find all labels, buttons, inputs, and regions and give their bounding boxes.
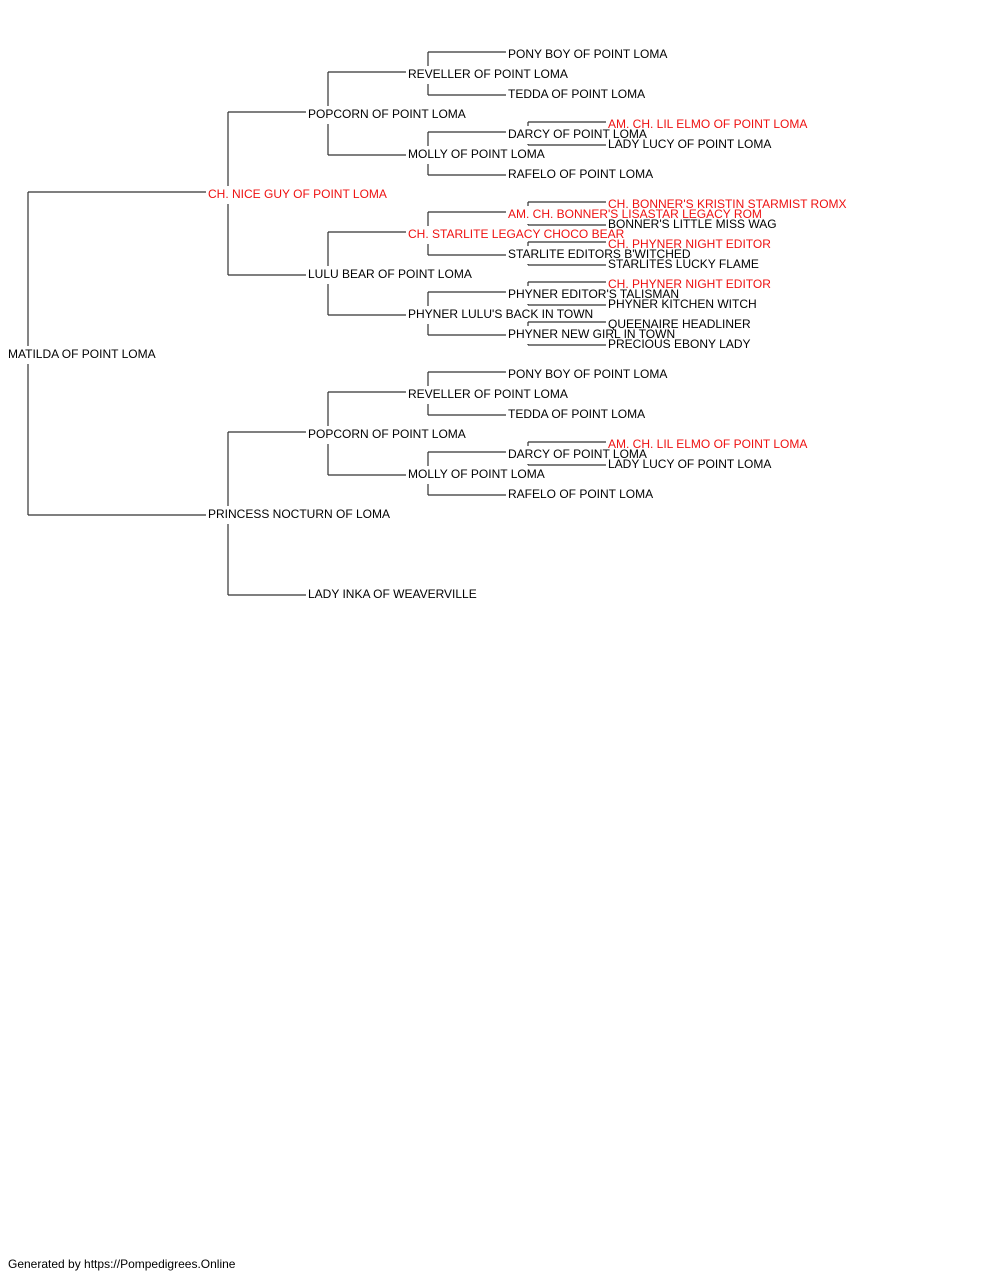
dog-name-gen5: AM. CH. LIL ELMO OF POINT LOMA bbox=[608, 117, 807, 131]
dog-name-gen4: PONY BOY OF POINT LOMA bbox=[508, 367, 667, 381]
dog-name-gen1: PRINCESS NOCTURN OF LOMA bbox=[208, 507, 390, 521]
dog-name-gen4: PONY BOY OF POINT LOMA bbox=[508, 47, 667, 61]
generated-by-footer: Generated by https://Pompedigrees.Online bbox=[8, 1257, 236, 1271]
dog-name-gen4: PHYNER NEW GIRL IN TOWN bbox=[508, 327, 675, 341]
dog-name-gen1: CH. NICE GUY OF POINT LOMA bbox=[208, 187, 387, 201]
dog-name-gen5: AM. CH. LIL ELMO OF POINT LOMA bbox=[608, 437, 807, 451]
dog-name-gen2: LADY INKA OF WEAVERVILLE bbox=[308, 587, 477, 601]
dog-name-gen5: LADY LUCY OF POINT LOMA bbox=[608, 137, 771, 151]
dog-name-gen5: CH. PHYNER NIGHT EDITOR bbox=[608, 237, 771, 251]
dog-name-gen5: CH. PHYNER NIGHT EDITOR bbox=[608, 277, 771, 291]
dog-name-gen4: AM. CH. BONNER'S LISASTAR LEGACY ROM bbox=[508, 207, 762, 221]
dog-name-gen3: CH. STARLITE LEGACY CHOCO BEAR bbox=[408, 227, 625, 241]
dog-name-gen4: RAFELO OF POINT LOMA bbox=[508, 167, 653, 181]
dog-name-gen5: QUEENAIRE HEADLINER bbox=[608, 317, 751, 331]
dog-name-gen4: DARCY OF POINT LOMA bbox=[508, 447, 647, 461]
dog-name-gen5: LADY LUCY OF POINT LOMA bbox=[608, 457, 771, 471]
dog-name-gen3: REVELLER OF POINT LOMA bbox=[408, 67, 568, 81]
dog-name-gen3: MOLLY OF POINT LOMA bbox=[408, 147, 545, 161]
dog-name-gen5: BONNER'S LITTLE MISS WAG bbox=[608, 217, 777, 231]
dog-name-gen2: LULU BEAR OF POINT LOMA bbox=[308, 267, 472, 281]
connector-lines bbox=[27, 51, 606, 596]
dog-name-gen4: PHYNER EDITOR'S TALISMAN bbox=[508, 287, 679, 301]
dog-name-gen4: RAFELO OF POINT LOMA bbox=[508, 487, 653, 501]
dog-name-gen4: TEDDA OF POINT LOMA bbox=[508, 407, 645, 421]
dog-names: MATILDA OF POINT LOMA CH. NICE GUY OF POI… bbox=[8, 47, 847, 601]
dog-name-gen5: PHYNER KITCHEN WITCH bbox=[608, 297, 757, 311]
dog-name-gen2: POPCORN OF POINT LOMA bbox=[308, 107, 466, 121]
dog-name-gen5: CH. BONNER'S KRISTIN STARMIST ROMX bbox=[608, 197, 847, 211]
dog-name-gen5: STARLITES LUCKY FLAME bbox=[608, 257, 759, 271]
dog-name-gen5: PRECIOUS EBONY LADY bbox=[608, 337, 751, 351]
dog-name-gen4: TEDDA OF POINT LOMA bbox=[508, 87, 645, 101]
dog-name-gen3: REVELLER OF POINT LOMA bbox=[408, 387, 568, 401]
dog-name-gen4: STARLITE EDITORS B'WITCHED bbox=[508, 247, 691, 261]
dog-name-gen3: MOLLY OF POINT LOMA bbox=[408, 467, 545, 481]
dog-name-gen0: MATILDA OF POINT LOMA bbox=[8, 347, 156, 361]
dog-name-gen3: PHYNER LULU'S BACK IN TOWN bbox=[408, 307, 593, 321]
dog-name-gen4: DARCY OF POINT LOMA bbox=[508, 127, 647, 141]
dog-name-gen2: POPCORN OF POINT LOMA bbox=[308, 427, 466, 441]
